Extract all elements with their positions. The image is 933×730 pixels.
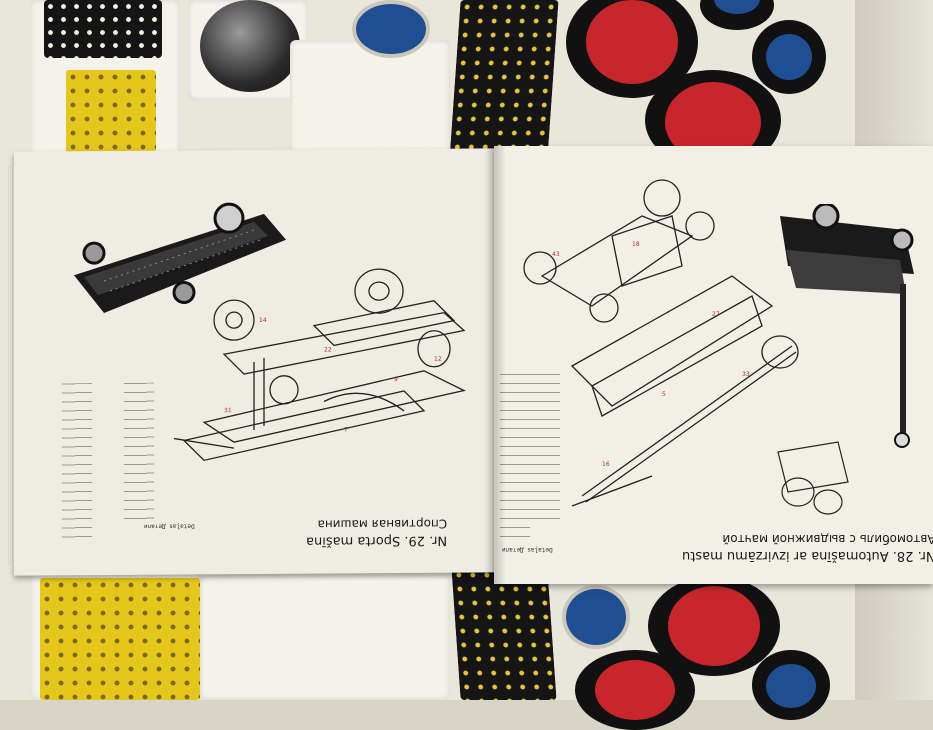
mast-truck-exploded-diagram: 43 18 27 5 33 16 (523, 179, 799, 507)
svg-text:33: 33 (742, 371, 750, 378)
instruction-booklet: 14 22 9 31 7 12 Detaļas Детали Nr. 29. Sport… (8, 146, 933, 584)
red-wheel-bottom-left (575, 650, 695, 730)
parts-list-right-col1 (500, 374, 530, 544)
left-title-line2: Спортивная машина (317, 516, 448, 532)
yellow-plates-bottom (40, 578, 200, 700)
svg-text:7: 7 (344, 426, 348, 433)
yellow-perforated-plate (66, 70, 156, 156)
right-page-title: Nr. 28. Automašīna ar izvirzāmu mastu Ав… (682, 532, 933, 563)
black-strip-center (449, 0, 559, 160)
black-strip-bottom-center (451, 568, 557, 700)
svg-text:27: 27 (712, 311, 720, 318)
book-spine-gutter (484, 146, 506, 584)
parts-list-right-col2 (530, 374, 560, 524)
svg-text:12: 12 (434, 356, 442, 363)
parts-list-left-col2 (124, 382, 154, 523)
left-title-line1: Nr. 29. Sporta mašīna (306, 532, 448, 549)
black-perforated-plate (44, 0, 162, 58)
details-label-right: Detaļas Детали (502, 546, 553, 553)
blue-pulley (352, 0, 430, 58)
page-stack-edge (8, 166, 18, 566)
right-title-line1: Nr. 28. Automašīna ar izvirzāmu mastu (682, 548, 933, 563)
top-compartment-tools (290, 40, 450, 155)
svg-text:9: 9 (394, 376, 398, 383)
details-label-left: Detaļas Детали (144, 522, 195, 530)
bottom-compartment-middle (200, 575, 450, 700)
detail-sketch (777, 441, 849, 515)
svg-text:5: 5 (662, 391, 666, 398)
svg-text:31: 31 (224, 407, 232, 414)
left-page: 14 22 9 31 7 12 Detaļas Детали Nr. 29. Sport… (14, 148, 494, 576)
sports-car-photo (74, 202, 286, 314)
blue-wheel-bottom-right (752, 650, 830, 720)
left-page-title: Nr. 29. Sporta mašīna Спортивная машина (306, 517, 447, 549)
svg-text:43: 43 (552, 251, 560, 258)
mast-truck-photo (780, 204, 914, 448)
sports-car-exploded-diagram: 14 22 9 31 7 12 (173, 268, 466, 462)
blue-wheel-top-right (752, 20, 826, 94)
svg-text:16: 16 (602, 461, 610, 468)
blue-pulley-bottom (562, 585, 630, 649)
metal-dome-part (200, 0, 300, 92)
svg-text:14: 14 (259, 317, 267, 324)
svg-text:22: 22 (324, 346, 332, 353)
svg-text:18: 18 (632, 241, 640, 248)
right-title-line2: Автомобиль с выдвижной мачтой (722, 532, 933, 546)
parts-list-left-col1 (62, 383, 92, 544)
